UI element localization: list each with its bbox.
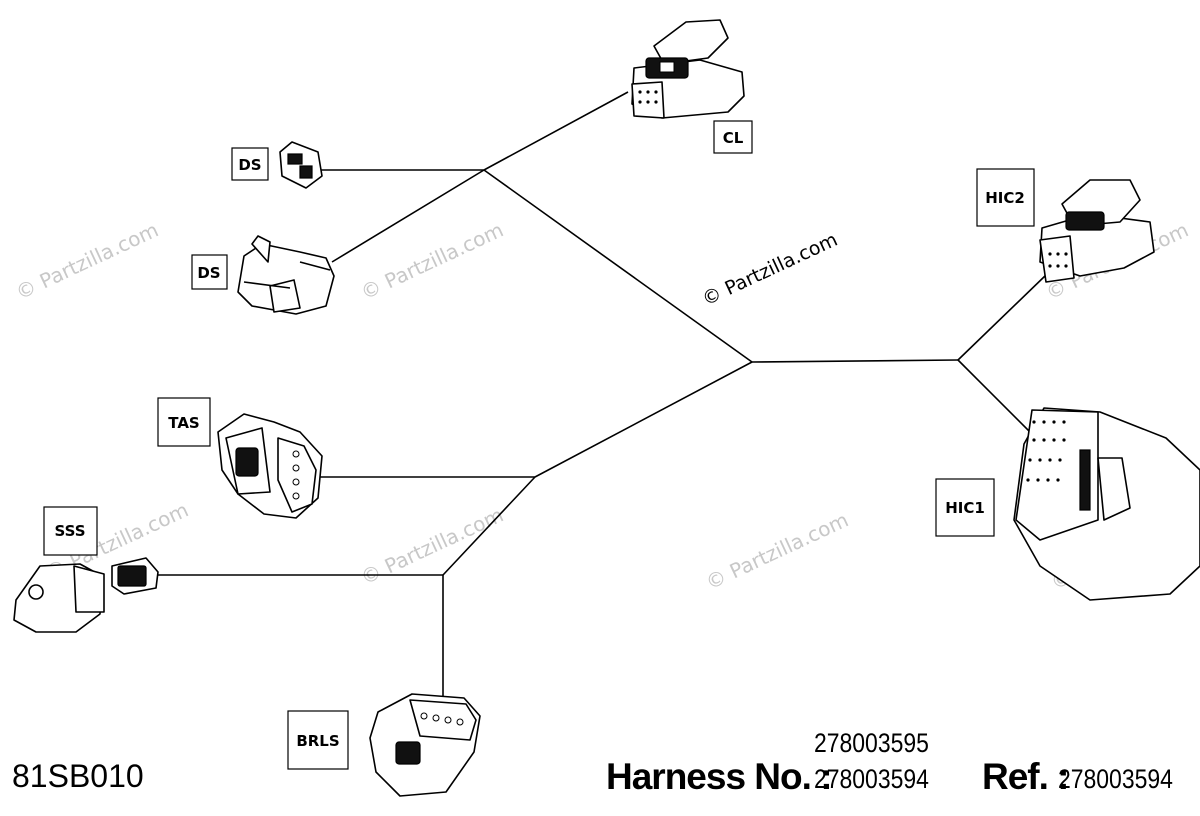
connector-cl [631,19,745,119]
connector-sss [13,557,159,633]
diagram-code: 81SB010 [12,758,144,794]
harness-wires [157,91,1047,700]
label-text: TAS [168,414,199,432]
watermark-text: © Partzilla.com [12,218,162,305]
watermark-text: © Partzilla.com [702,508,852,595]
connector-brls [369,693,481,797]
label-text: HIC1 [945,499,985,517]
label-brls: BRLS [287,710,349,770]
label-tas: TAS [157,397,211,447]
watermark-text: © Partzilla.com [357,218,507,305]
connector-ds-2 [237,235,335,315]
label-hic1: HIC1 [935,478,995,537]
label-ds-1: DS [231,147,269,181]
label-text: CL [723,129,744,147]
label-text: DS [197,264,220,282]
harness-label: Harness No. : [606,756,833,797]
label-text: DS [238,156,261,174]
connector-tas [217,413,323,519]
ref-label: Ref. : [982,756,1069,797]
label-ds-2: DS [191,254,228,290]
label-cl: CL [713,120,753,154]
connector-hic1 [1013,407,1200,601]
ref-number: 278003594 [1058,764,1173,794]
watermark-text: © Partzilla.com [357,503,507,590]
label-text: HIC2 [985,189,1025,207]
connector-ds-1 [279,141,323,189]
harness-number: 278003594 [814,764,929,794]
label-text: BRLS [296,732,339,750]
connector-hic2 [1039,179,1155,283]
secondary-part-number: 278003595 [814,728,929,758]
label-text: SSS [54,522,85,540]
label-hic2: HIC2 [976,168,1035,227]
watermark-center: © Partzilla.com [699,229,841,311]
label-sss: SSS [43,506,98,556]
